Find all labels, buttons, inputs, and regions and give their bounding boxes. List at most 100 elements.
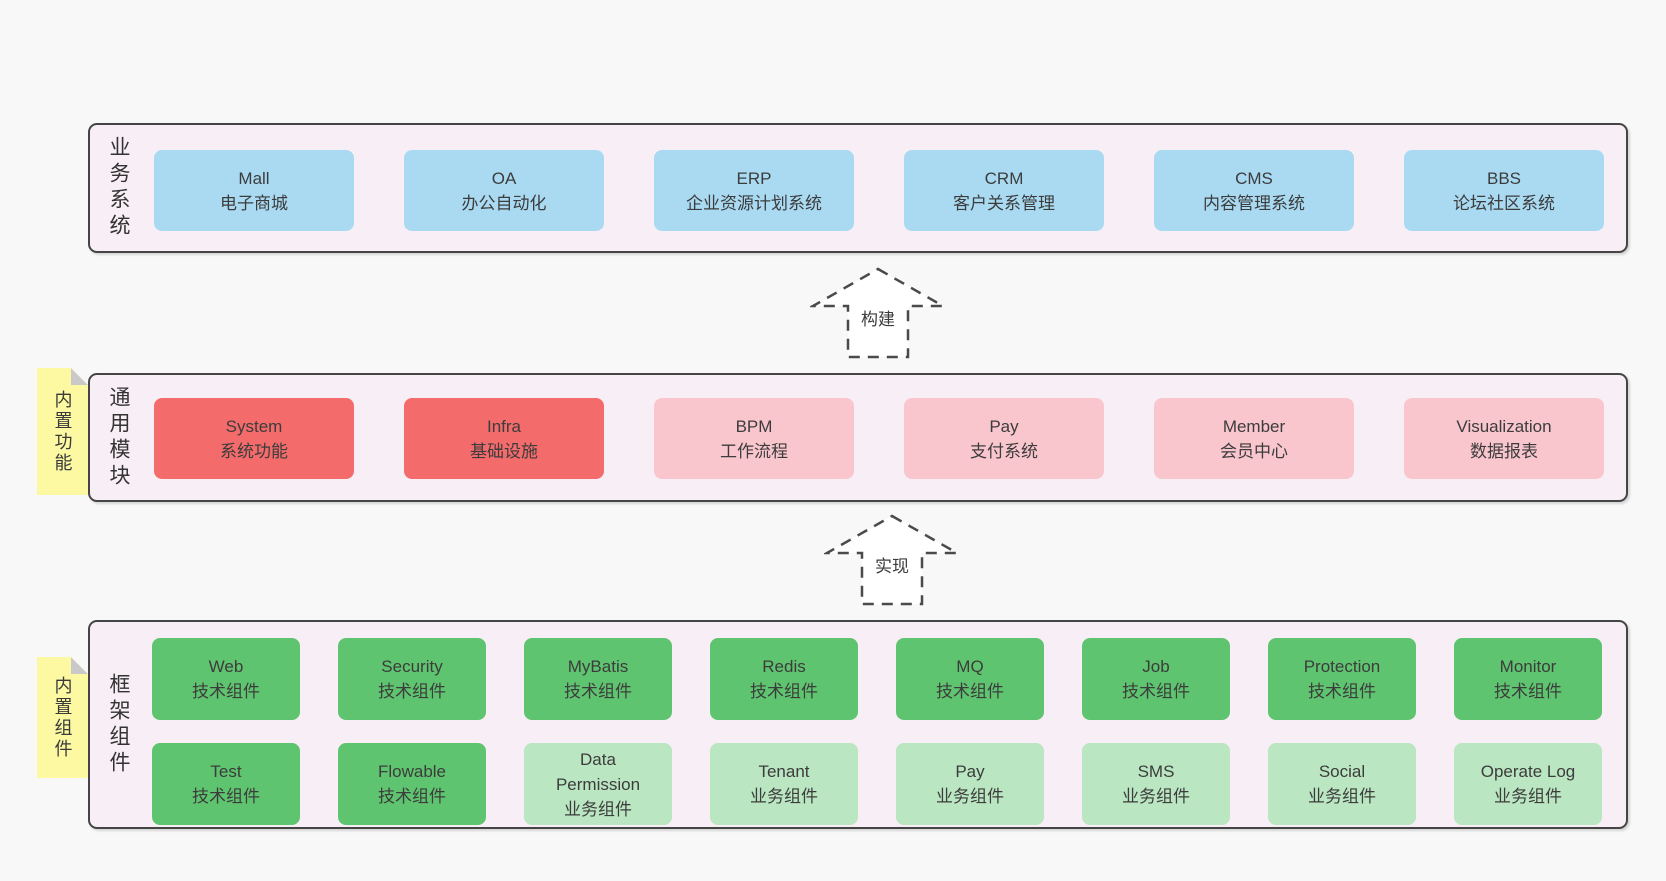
box-title-zh: 技术组件 (1122, 682, 1190, 701)
box-title-en: Operate Log (1480, 762, 1576, 781)
framework-component-box: Tenant 业务组件 (710, 743, 858, 825)
box-title-zh: 技术组件 (1308, 682, 1376, 701)
band-business-systems: 业务系统 Mall 电子商城 OA 办公自动化 ERP 企业资源计划系统 (88, 123, 1628, 253)
box-title-en: Visualization (1456, 416, 1552, 436)
box-title-en: ERP (736, 168, 772, 188)
box-title-zh: 企业资源计划系统 (686, 193, 822, 213)
box-title-zh: 工作流程 (720, 441, 788, 461)
box-title-en: MyBatis (567, 657, 629, 676)
business-system-box: OA 办公自动化 (404, 150, 604, 231)
box-title-en: Job (1142, 657, 1170, 676)
business-system-box: CMS 内容管理系统 (1154, 150, 1354, 231)
box-title-zh: 办公自动化 (461, 193, 547, 213)
arrow-build-icon: 构建 (810, 267, 946, 359)
box-title-zh: 基础设施 (470, 441, 538, 461)
module-box: Pay 支付系统 (904, 398, 1104, 479)
box-title-en: Web (208, 657, 244, 676)
band-framework-components: 框架组件 Web 技术组件 Security 技术组件 MyBatis 技术组件 (88, 620, 1628, 829)
framework-component-box: Security 技术组件 (338, 638, 486, 720)
framework-component-box: Operate Log 业务组件 (1454, 743, 1602, 825)
box-title-zh: 技术组件 (564, 682, 632, 701)
box-title-zh: 客户关系管理 (953, 193, 1055, 213)
note-built-in-functions: 内置功能 (37, 368, 88, 495)
box-title-zh: 技术组件 (1494, 682, 1562, 701)
frameworks-box-row-2: Test 技术组件 Flowable 技术组件 Data Permission … (152, 743, 1602, 825)
framework-component-box: Job 技术组件 (1082, 638, 1230, 720)
band-label-text: 通用模块 (107, 385, 130, 490)
box-title-zh: 业务组件 (936, 787, 1004, 806)
box-title-en: Test (210, 762, 242, 781)
box-title-zh: 数据报表 (1470, 441, 1538, 461)
box-title-zh: 业务组件 (750, 787, 818, 806)
business-box-row: Mall 电子商城 OA 办公自动化 ERP 企业资源计划系统 CRM 客户关系… (154, 150, 1604, 231)
band-label-modules: 通用模块 (103, 375, 133, 500)
framework-component-box: Web 技术组件 (152, 638, 300, 720)
box-title-en: CMS (1235, 168, 1273, 188)
framework-component-box: MQ 技术组件 (896, 638, 1044, 720)
module-box: Member 会员中心 (1154, 398, 1354, 479)
business-system-box: CRM 客户关系管理 (904, 150, 1104, 231)
business-system-box: Mall 电子商城 (154, 150, 354, 231)
box-title-zh: 技术组件 (378, 682, 446, 701)
arrow-build-label: 构建 (861, 310, 895, 329)
framework-component-box: MyBatis 技术组件 (524, 638, 672, 720)
modules-box-row: System 系统功能 Infra 基础设施 BPM 工作流程 Pay 支付系统 (154, 398, 1604, 479)
module-box: Infra 基础设施 (404, 398, 604, 479)
band-label-text: 业务系统 (107, 136, 130, 240)
band-common-modules: 通用模块 System 系统功能 Infra 基础设施 BPM 工作流程 (88, 373, 1628, 502)
arrow-implement-icon: 实现 (824, 514, 960, 606)
box-title-en: Data Permission (555, 749, 641, 794)
band-label-business: 业务系统 (103, 125, 133, 251)
framework-component-box: Redis 技术组件 (710, 638, 858, 720)
box-title-zh: 会员中心 (1220, 441, 1288, 461)
box-title-en: Redis (762, 657, 806, 676)
box-title-en: Security (381, 657, 443, 676)
box-title-en: Flowable (377, 762, 447, 781)
business-system-box: BBS 论坛社区系统 (1404, 150, 1604, 231)
box-title-en: Pay (955, 762, 985, 781)
framework-component-box: Monitor 技术组件 (1454, 638, 1602, 720)
framework-component-box: Social 业务组件 (1268, 743, 1416, 825)
note-text: 内置组件 (52, 675, 73, 760)
band-label-frameworks: 框架组件 (103, 622, 133, 827)
box-title-zh: 系统功能 (220, 441, 288, 461)
framework-component-box: Pay 业务组件 (896, 743, 1044, 825)
framework-component-box: SMS 业务组件 (1082, 743, 1230, 825)
box-title-en: Protection (1303, 657, 1381, 676)
box-title-en: BBS (1486, 168, 1522, 188)
box-title-zh: 支付系统 (970, 441, 1038, 461)
box-title-en: Infra (486, 416, 522, 436)
box-title-en: Member (1222, 416, 1286, 436)
framework-component-box: Test 技术组件 (152, 743, 300, 825)
box-title-en: MQ (956, 657, 984, 676)
box-title-en: System (225, 416, 283, 436)
business-system-box: ERP 企业资源计划系统 (654, 150, 854, 231)
arrow-implement-label: 实现 (875, 557, 909, 576)
box-title-zh: 业务组件 (564, 799, 632, 819)
box-title-zh: 内容管理系统 (1203, 193, 1305, 213)
module-box: System 系统功能 (154, 398, 354, 479)
box-title-zh: 电子商城 (220, 193, 288, 213)
box-title-zh: 技术组件 (750, 682, 818, 701)
box-title-zh: 业务组件 (1122, 787, 1190, 806)
box-title-en: Pay (989, 416, 1019, 436)
box-title-zh: 技术组件 (192, 787, 260, 806)
box-title-en: Mall (238, 168, 270, 188)
box-title-zh: 技术组件 (192, 682, 260, 701)
note-text: 内置功能 (52, 389, 73, 474)
framework-component-box: Flowable 技术组件 (338, 743, 486, 825)
box-title-zh: 论坛社区系统 (1453, 193, 1555, 213)
box-title-en: Social (1318, 762, 1366, 781)
box-title-en: Tenant (758, 762, 810, 781)
box-title-zh: 业务组件 (1494, 787, 1562, 806)
note-built-in-components: 内置组件 (37, 657, 88, 778)
box-title-en: Monitor (1499, 657, 1557, 676)
box-title-en: OA (491, 168, 517, 188)
box-title-zh: 技术组件 (378, 787, 446, 806)
frameworks-box-row-1: Web 技术组件 Security 技术组件 MyBatis 技术组件 Redi… (152, 638, 1602, 720)
box-title-en: BPM (735, 416, 773, 436)
framework-component-box: Protection 技术组件 (1268, 638, 1416, 720)
box-title-en: SMS (1137, 762, 1175, 781)
framework-component-box: Data Permission 业务组件 (524, 743, 672, 825)
